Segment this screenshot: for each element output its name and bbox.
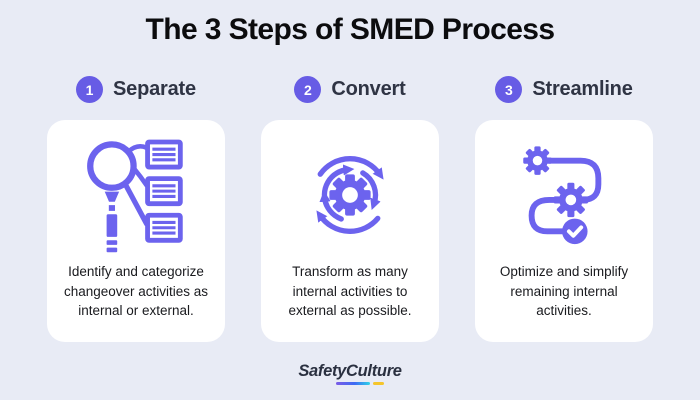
gear-with-circular-arrows-icon xyxy=(316,156,384,234)
check-icon xyxy=(562,218,588,245)
circular-arrows xyxy=(316,156,384,234)
underline-gradient-segment xyxy=(336,382,371,385)
magnifier-handle xyxy=(104,191,120,253)
gear-icon xyxy=(523,146,552,175)
brand-logo: SafetyCulture xyxy=(298,362,402,385)
icon-container xyxy=(475,120,653,260)
step-label: Convert xyxy=(331,78,406,100)
step-card-convert: Transform as many internal activities to… xyxy=(261,120,439,342)
step-description: Transform as many internal activities to… xyxy=(288,264,412,319)
icon-container xyxy=(47,120,225,260)
step-header-streamline: 3 Streamline xyxy=(475,76,653,103)
step-column-streamline: 3 Streamline xyxy=(475,76,653,342)
step-header-separate: 1 Separate xyxy=(47,76,225,103)
task-list-icons xyxy=(145,139,183,243)
step-number-badge: 2 xyxy=(294,76,322,103)
step-column-convert: 2 Convert xyxy=(261,76,439,342)
step-column-separate: 1 Separate xyxy=(47,76,225,342)
step-number-badge: 3 xyxy=(495,76,523,103)
gear-icon xyxy=(553,182,589,218)
winding-path-gears-check-icon xyxy=(523,146,602,245)
step-header-convert: 2 Convert xyxy=(261,76,439,103)
magnifier-with-task-lists-icon xyxy=(87,139,183,253)
steps-grid: 1 Separate xyxy=(47,76,653,342)
step-number-badge: 1 xyxy=(76,76,104,103)
step-description: Optimize and simplify remaining internal… xyxy=(499,264,629,319)
step-label: Streamline xyxy=(532,78,633,100)
brand-logo-underline xyxy=(336,382,401,385)
icon-container xyxy=(261,120,439,260)
brand-logo-text: SafetyCulture xyxy=(298,362,402,380)
step-card-streamline: Optimize and simplify remaining internal… xyxy=(475,120,653,342)
footer: SafetyCulture xyxy=(0,362,700,385)
step-description: Identify and categorize changeover activ… xyxy=(63,264,209,319)
underline-yellow-segment xyxy=(373,382,385,385)
gear-icon xyxy=(329,174,371,216)
step-label: Separate xyxy=(113,78,196,100)
page-title: The 3 Steps of SMED Process xyxy=(145,13,556,46)
step-card-separate: Identify and categorize changeover activ… xyxy=(47,120,225,342)
